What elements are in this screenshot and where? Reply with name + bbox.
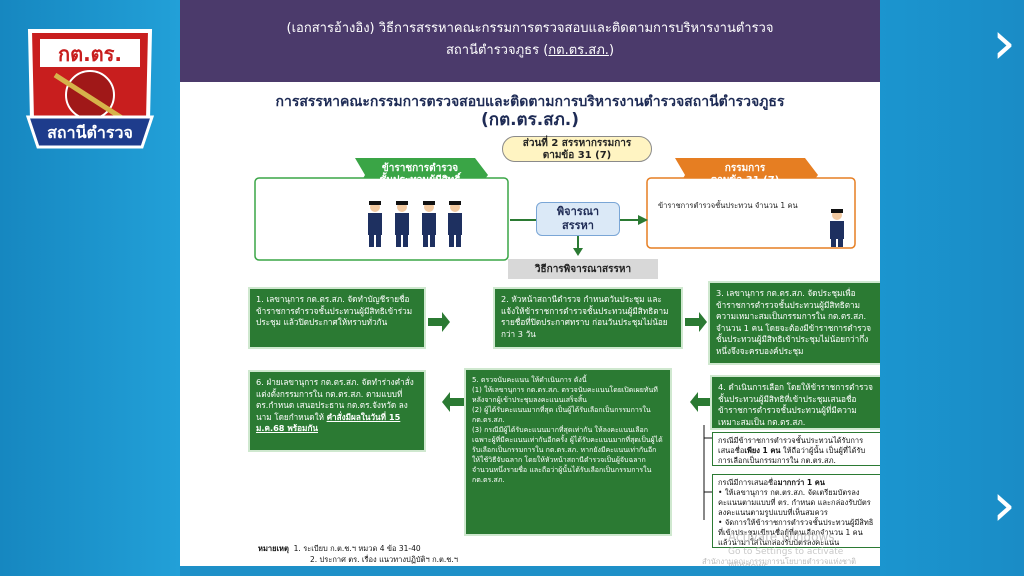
footer-office: สำนักงานคณะกรรมการนโยบายตำรวจแห่งชาติ (ส… — [702, 557, 857, 566]
flow-diagram-shapes — [254, 158, 856, 520]
activate-windows-watermark: Activate Windows Go to Settings to activ… — [728, 530, 844, 566]
page-heading: การสรรหาคณะกรรมการตรวจสอบและติดตามการบริ… — [180, 93, 880, 129]
part2-pill: ส่วนที่ 2 สรรหากรรมการตามข้อ 31 (7) — [502, 136, 652, 162]
method-banner — [508, 259, 658, 279]
step-4-box: 4. ดำเนินการเลือก โดยให้ข้าราชการตำรวจชั… — [710, 375, 880, 430]
consider-box: พิจารณาสรรหา — [536, 202, 620, 236]
title-bar: (เอกสารอ้างอิง) วิธีการสรรหาคณะกรรมการตร… — [180, 0, 880, 82]
step-5-box: 5. ตรวจนับคะแนน ให้ดำเนินการ ดังนี้ (1) … — [464, 368, 672, 536]
police-committee-logo: กต.ตร. สถานีตำรวจ — [25, 29, 155, 149]
chevron-right-icon: › — [992, 470, 1016, 540]
title-line-1: (เอกสารอ้างอิง) วิธีการสรรหาคณะกรรมการตร… — [286, 21, 774, 36]
background-right — [880, 0, 1024, 576]
title-line-2: สถานีตำรวจภูธร (กต.ตร.สภ.) — [445, 43, 615, 58]
logo-top-text: กต.ตร. — [58, 42, 122, 66]
left-arrow-label: ข้าราชการตำรวจชั้นประทวนผู้มีสิทธิ์ — [379, 163, 461, 186]
logo-bottom-text: สถานีตำรวจ — [47, 123, 133, 142]
right-box-text: ข้าราชการตำรวจชั้นประทวน จำนวน 1 คน — [658, 201, 798, 210]
step-1-box: 1. เลขานุการ กต.ตร.สภ. จัดทำบัญชีรายชื่อ… — [248, 287, 426, 349]
right-arrow-label: กรรมการตามข้อ 31 (7) — [710, 163, 780, 186]
notes: หมายเหตุ 1. ระเบียบ ก.ต.ช.ฯ หมวด 4 ข้อ 3… — [258, 544, 458, 564]
step-6-box: 6. ฝ่ายเลขานุการ กต.ตร.สภ. จัดทำร่างคำสั… — [248, 370, 426, 452]
step-3-box: 3. เลขานุการ กต.ตร.สภ. จัดประชุมเพื่อข้า… — [708, 281, 880, 365]
heading-line-2: (กต.ตร.สภ.) — [481, 110, 579, 130]
right-group-box — [646, 177, 856, 249]
slide: (เอกสารอ้างอิง) วิธีการสรรหาคณะกรรมการตร… — [180, 0, 880, 566]
method-label: วิธีการพิจารณาสรรหา — [534, 264, 632, 275]
step-2-box: 2. หัวหน้าสถานีตำรวจ กำหนดวันประชุม และแ… — [493, 287, 683, 349]
case-one-nominee-box: กรณีมีข้าราชการตำรวจชั้นประทวนได้รับการเ… — [712, 432, 880, 466]
heading-line-1: การสรรหาคณะกรรมการตรวจสอบและติดตามการบริ… — [275, 94, 785, 110]
case-multiple-nominees-box: กรณีมีการเสนอชื่อมากกว่า 1 คน • ให้เลขาน… — [712, 474, 880, 548]
police-officers-illustration — [368, 201, 844, 247]
chevron-right-icon: › — [992, 8, 1016, 78]
